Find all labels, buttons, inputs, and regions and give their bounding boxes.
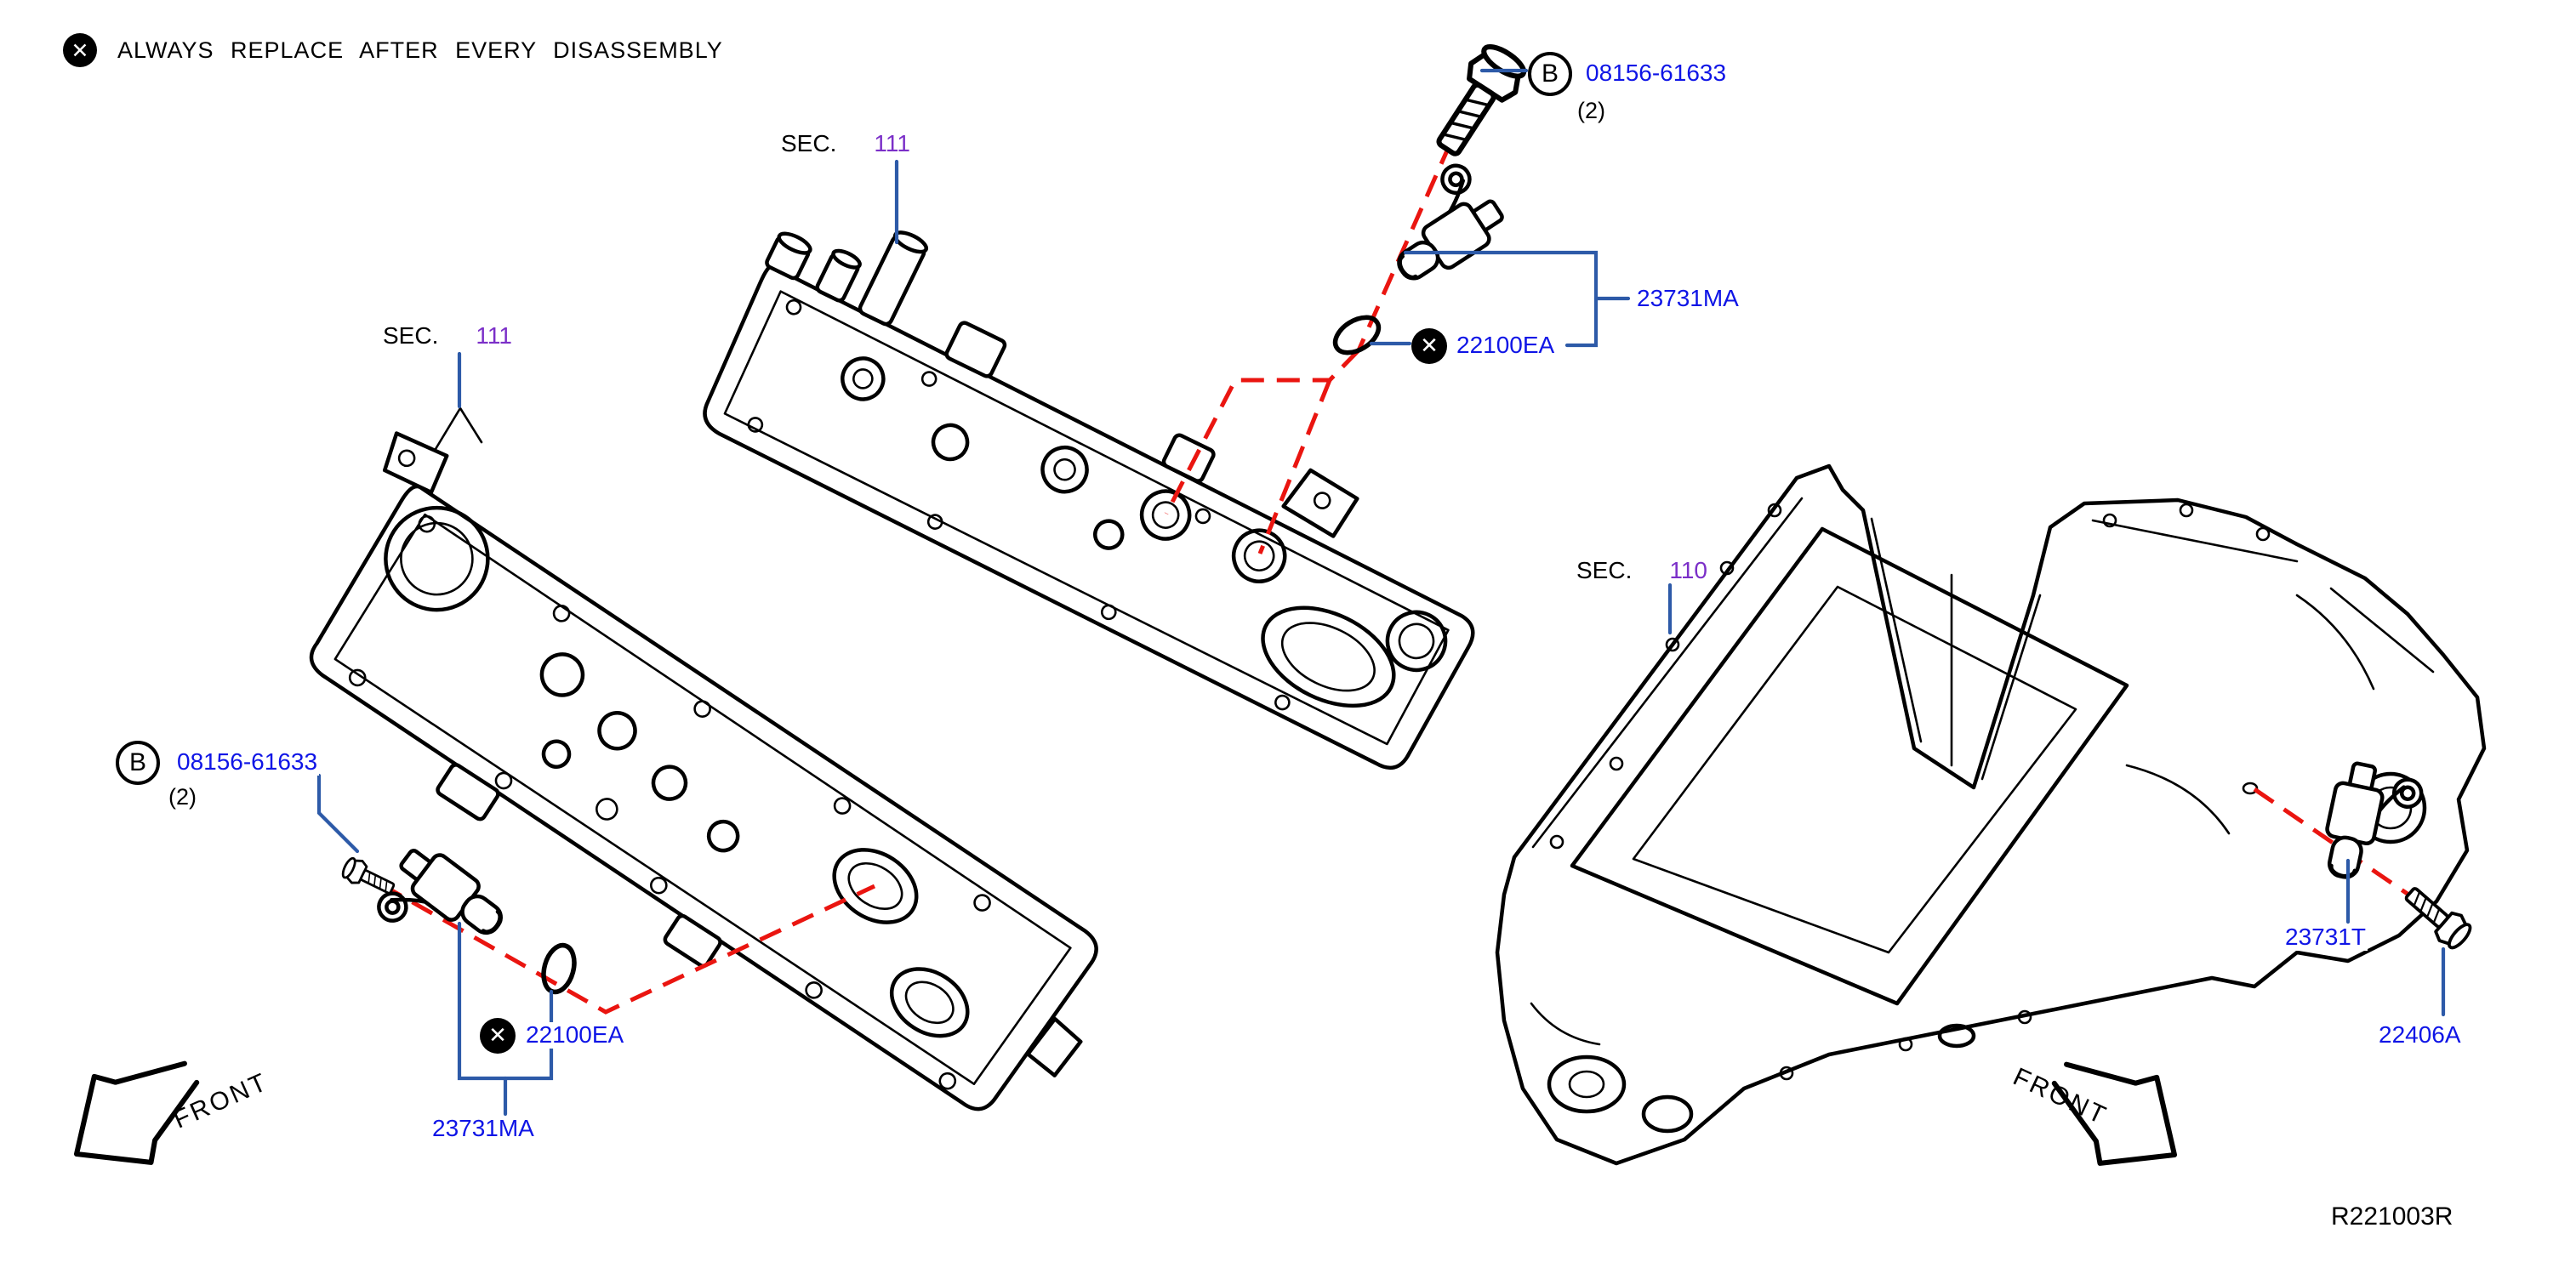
lower-install-path xyxy=(379,882,876,1015)
part-number-crank-sensor-bolt[interactable]: 22406A xyxy=(2377,1021,2463,1049)
replace-icon-oring-lower: ✕ xyxy=(480,1018,516,1054)
sec-number: 110 xyxy=(1669,557,1707,583)
oring-lower-drawing xyxy=(541,942,577,995)
cover-front-peak-line xyxy=(434,406,483,451)
oil-pan-drawing xyxy=(1495,463,2487,1166)
sec-number: 111 xyxy=(476,322,512,349)
ref-circle-b-lower: B xyxy=(116,741,160,785)
sensor-bolt-lower-drawing xyxy=(339,854,399,901)
leader-lines xyxy=(316,68,2446,1117)
upper-install-path-branch-b xyxy=(1257,379,1332,554)
sec-prefix: SEC. xyxy=(383,322,439,349)
replace-note-text: ALWAYS REPLACE AFTER EVERY DISASSEMBLY xyxy=(117,37,723,63)
oring-upper-drawing xyxy=(1332,315,1382,355)
replace-note: ✕ ALWAYS REPLACE AFTER EVERY DISASSEMBLY xyxy=(63,33,723,67)
part-number-oring-upper[interactable]: 22100EA xyxy=(1455,332,1557,359)
camshaft-position-sensor-upper-drawing xyxy=(1369,157,1511,291)
part-qty-bolt-lower: (2) xyxy=(168,784,197,810)
part-number-oring-lower[interactable]: 22100EA xyxy=(524,1021,626,1049)
always-replace-icon: ✕ xyxy=(63,33,97,67)
ref-circle-b-upper: B xyxy=(1528,52,1572,96)
camshaft-position-sensor-lower-drawing xyxy=(369,838,511,975)
front-arrow-right xyxy=(2031,1031,2205,1196)
drawing-reference-code: R221003R xyxy=(2331,1202,2453,1231)
sensor-bolt-upper-drawing xyxy=(1425,39,1531,163)
part-number-cam-sensor-assy-upper[interactable]: 23731MA xyxy=(1635,285,1741,312)
replace-icon-oring-upper: ✕ xyxy=(1411,328,1447,364)
ref-letter: B xyxy=(128,748,146,776)
part-number-cam-sensor-assy-lower[interactable]: 23731MA xyxy=(430,1115,536,1142)
sec-number: 111 xyxy=(874,130,910,156)
crank-sensor-hole xyxy=(2242,782,2259,795)
valve-cover-front-drawing xyxy=(309,431,1098,1111)
assembly-paths xyxy=(379,141,2418,1015)
part-number-crank-sensor[interactable]: 23731T xyxy=(2283,924,2368,951)
part-qty-bolt-upper: (2) xyxy=(1577,98,1605,123)
section-label-valve-cover-front: SEC. 111 xyxy=(383,322,512,350)
part-number-bolt-upper[interactable]: 08156-61633 xyxy=(1584,60,1729,87)
ref-letter: B xyxy=(1541,60,1559,88)
part-number-bolt-lower[interactable]: 08156-61633 xyxy=(175,748,320,776)
section-label-oil-pan: SEC. 110 xyxy=(1576,557,1707,584)
upper-install-path xyxy=(1356,141,1453,352)
sec-prefix: SEC. xyxy=(781,130,837,156)
section-label-valve-cover-rear: SEC. 111 xyxy=(781,130,910,157)
valve-cover-rear-drawing xyxy=(703,230,1475,770)
sec-prefix: SEC. xyxy=(1576,557,1633,583)
crank-install-path xyxy=(2253,787,2418,902)
upper-install-path-branch-a xyxy=(1164,349,1360,515)
